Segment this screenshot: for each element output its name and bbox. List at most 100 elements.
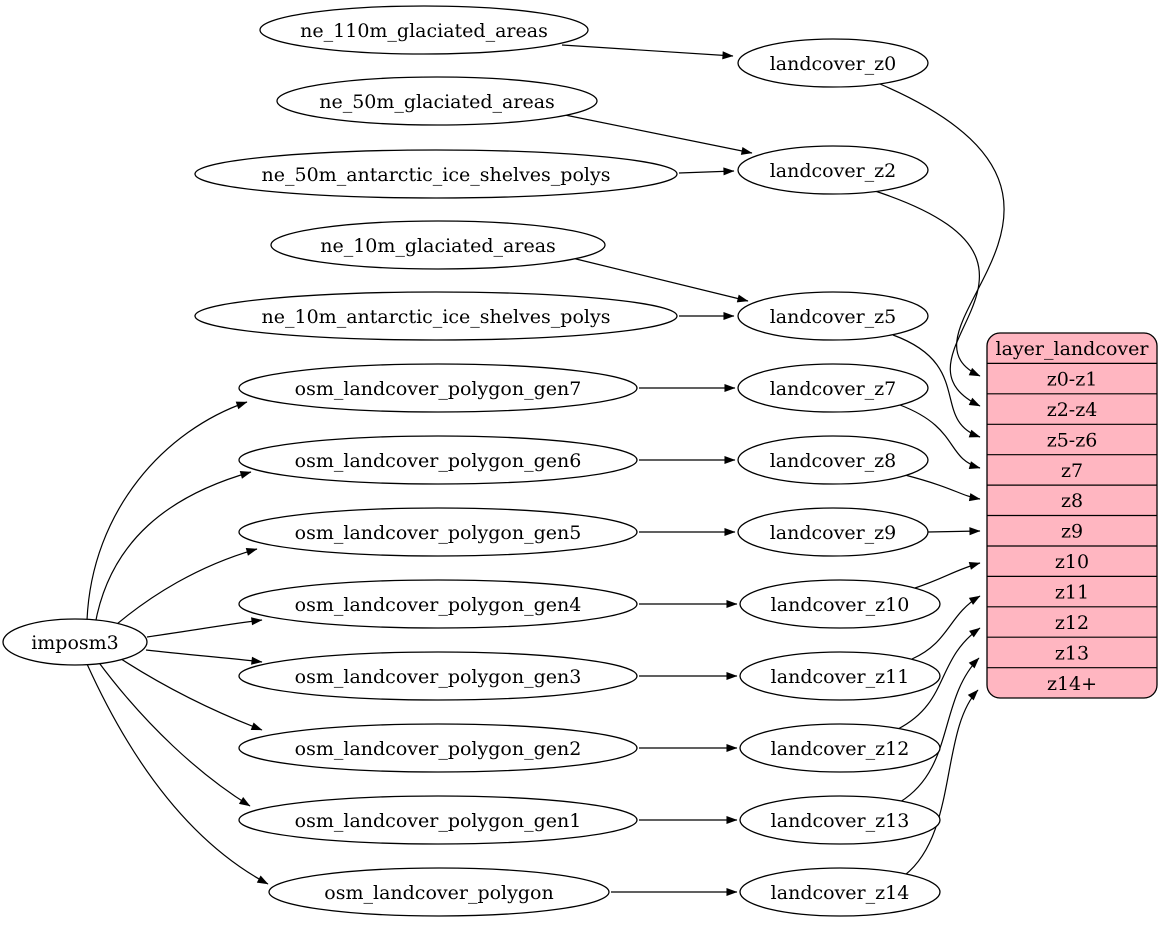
table-row-z13: z13 [1055, 642, 1089, 664]
node-landcover-z5: landcover_z5 [737, 291, 929, 341]
node-ellipse [739, 651, 941, 701]
node-ellipse [2, 618, 148, 666]
edge-z13-to-row-z13 [899, 657, 980, 803]
node-label: landcover_z5 [770, 306, 897, 328]
table-row-z0-z1: z0-z1 [1047, 369, 1098, 391]
node-landcover-z12: landcover_z12 [739, 723, 941, 773]
node-label: osm_landcover_polygon_gen4 [295, 594, 582, 616]
node-label: landcover_z14 [771, 882, 910, 904]
node-osm-landcover-polygon-gen6: osm_landcover_polygon_gen6 [238, 435, 638, 485]
node-ellipse [238, 651, 638, 701]
node-ne-10m-antarctic-ice-shelves-polys: ne_10m_antarctic_ice_shelves_polys [194, 291, 678, 341]
node-label: landcover_z12 [771, 738, 910, 760]
edge-imposm3-to-gen3 [145, 649, 263, 665]
edge-z0-to-row-z0-z1 [879, 83, 1005, 377]
edges-source-to-mid [561, 44, 753, 897]
node-label: landcover_z7 [770, 378, 897, 400]
node-osm-landcover-polygon-gen1: osm_landcover_polygon_gen1 [238, 795, 638, 845]
node-ellipse [739, 723, 941, 773]
edge-imposm3-to-polygon [86, 663, 269, 885]
node-ellipse [737, 435, 929, 485]
edges-mid-to-table [874, 83, 1005, 876]
node-ellipse [259, 5, 589, 55]
node-ne-110m-glaciated-areas: ne_110m_glaciated_areas [259, 5, 589, 55]
node-ellipse [238, 363, 638, 413]
node-ellipse [737, 363, 929, 413]
node-ellipse [270, 220, 606, 270]
node-label: osm_landcover_polygon_gen6 [295, 450, 582, 472]
node-landcover-z11: landcover_z11 [739, 651, 941, 701]
node-label: ne_10m_antarctic_ice_shelves_polys [262, 306, 611, 328]
node-ellipse [268, 867, 610, 917]
node-ellipse [276, 76, 598, 126]
node-ellipse [238, 507, 638, 557]
table-row-z10: z10 [1055, 551, 1089, 573]
node-label: ne_50m_antarctic_ice_shelves_polys [262, 164, 611, 186]
node-label: imposm3 [31, 632, 119, 654]
edge-z2-to-row-z2-z4 [874, 190, 981, 407]
edge-imposm3-to-gen1 [96, 659, 251, 807]
node-osm-landcover-polygon-gen3: osm_landcover_polygon_gen3 [238, 651, 638, 701]
node-landcover-z10: landcover_z10 [739, 579, 941, 629]
edge-imposm3-to-gen5 [109, 547, 258, 631]
node-label: osm_landcover_polygon [324, 882, 553, 904]
edge-z8-to-row-z8 [904, 474, 981, 502]
table-row-z2-z4: z2-z4 [1047, 399, 1098, 421]
node-landcover-z14: landcover_z14 [739, 867, 941, 917]
node-label: landcover_z8 [770, 450, 897, 472]
node-label: ne_10m_glaciated_areas [320, 235, 556, 257]
node-ellipse [737, 507, 929, 557]
edges-imposm3-fanout [86, 401, 269, 885]
node-ellipse [739, 795, 941, 845]
table-row-z11: z11 [1055, 582, 1089, 604]
edge-z7-to-row-z7 [899, 404, 981, 469]
node-label: osm_landcover_polygon_gen1 [295, 810, 582, 832]
node-landcover-z2: landcover_z2 [737, 145, 929, 195]
node-ellipse [194, 149, 678, 199]
edge-imposm3-to-gen4 [146, 617, 263, 638]
node-ellipse [194, 291, 678, 341]
edge-ne110m-to-z0 [561, 44, 734, 60]
table-row-z14plus: z14+ [1047, 673, 1097, 695]
node-ellipse [739, 579, 941, 629]
node-label: landcover_z0 [770, 53, 897, 75]
node-ellipse [737, 291, 929, 341]
edge-z5-to-row-z5-z6 [892, 334, 981, 438]
edge-ne50m-glac-to-z2 [564, 114, 753, 155]
node-label: ne_110m_glaciated_areas [300, 20, 548, 42]
node-ne-50m-glaciated-areas: ne_50m_glaciated_areas [276, 76, 598, 126]
node-osm-landcover-polygon-gen4: osm_landcover_polygon_gen4 [238, 579, 638, 629]
layer-landcover-table: layer_landcover z0-z1 z2-z4 z5-z6 z7 z8 … [986, 332, 1158, 699]
node-imposm3: imposm3 [2, 618, 148, 666]
node-landcover-z9: landcover_z9 [737, 507, 929, 557]
node-landcover-z8: landcover_z8 [737, 435, 929, 485]
table-row-z9: z9 [1061, 521, 1083, 543]
node-label: ne_50m_glaciated_areas [319, 91, 555, 113]
edge-imposm3-to-gen6 [94, 471, 252, 626]
table-row-z7: z7 [1061, 460, 1083, 482]
node-label: osm_landcover_polygon_gen3 [295, 666, 582, 688]
node-label: osm_landcover_polygon_gen7 [295, 378, 582, 400]
node-ellipse [737, 145, 929, 195]
node-label: landcover_z9 [770, 522, 897, 544]
edge-z14-to-row-z14plus [904, 689, 979, 876]
node-osm-landcover-polygon: osm_landcover_polygon [268, 867, 610, 917]
edge-z10-to-row-z10 [914, 561, 981, 589]
node-label: landcover_z10 [771, 594, 910, 616]
table-title: layer_landcover [996, 338, 1150, 360]
node-label: osm_landcover_polygon_gen5 [295, 522, 582, 544]
table-row-z5-z6: z5-z6 [1047, 429, 1098, 451]
node-ellipse [739, 867, 941, 917]
edge-z9-to-row-z9 [927, 527, 981, 536]
node-landcover-z13: landcover_z13 [739, 795, 941, 845]
edge-ne10m-glac-to-z5 [571, 257, 749, 303]
edge-z11-to-row-z11 [911, 595, 981, 660]
node-ne-50m-antarctic-ice-shelves-polys: ne_50m_antarctic_ice_shelves_polys [194, 149, 678, 199]
node-label: osm_landcover_polygon_gen2 [295, 738, 582, 760]
edge-z12-to-row-z12 [897, 627, 981, 730]
node-label: landcover_z2 [770, 160, 897, 182]
node-ellipse [238, 723, 638, 773]
node-ellipse [238, 579, 638, 629]
node-ellipse [737, 38, 929, 88]
node-landcover-z0: landcover_z0 [737, 38, 929, 88]
